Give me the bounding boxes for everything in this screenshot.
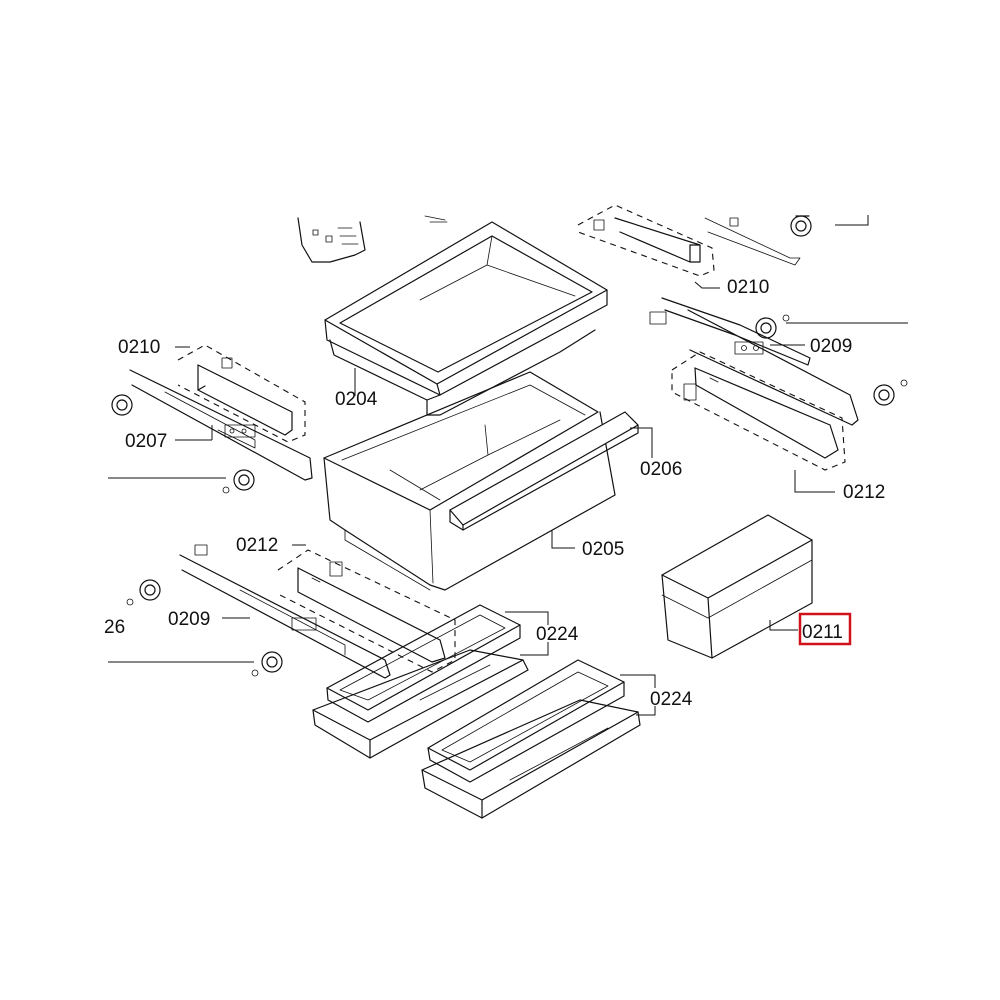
knob-top-right bbox=[790, 215, 812, 237]
leader-lines bbox=[108, 215, 908, 716]
partial-control-board bbox=[297, 215, 448, 263]
group-outline-0212-right bbox=[671, 351, 846, 471]
tray-0224-b bbox=[421, 659, 641, 819]
rail-0206 bbox=[449, 411, 639, 531]
bin-0211 bbox=[661, 514, 813, 659]
drawer-0205 bbox=[323, 371, 616, 591]
callout-0207: 0207 bbox=[125, 431, 167, 452]
rail-0212-left bbox=[297, 561, 446, 663]
knob-left-low-a bbox=[126, 579, 161, 606]
tray-0224-a bbox=[312, 604, 529, 759]
frame-0210-left bbox=[197, 357, 293, 436]
callout-0206: 0206 bbox=[640, 459, 682, 480]
group-outline-0212-left bbox=[277, 549, 456, 673]
knob-low-right bbox=[873, 379, 908, 406]
callout-0209-right: 0209 bbox=[810, 336, 852, 357]
callout-0209-left: 0209 bbox=[168, 609, 210, 630]
knob-left-low-b bbox=[251, 651, 283, 677]
callout-0210-top: 0210 bbox=[727, 277, 769, 298]
callout-labels: 0210 0210 0209 0204 0207 0206 0212 0212 … bbox=[104, 277, 885, 710]
rail-0212-right bbox=[683, 367, 839, 459]
knob-left-mid bbox=[222, 469, 255, 494]
callout-0224-b: 0224 bbox=[650, 689, 693, 710]
knob-left-upper bbox=[111, 394, 133, 416]
rail-0209-left bbox=[179, 544, 391, 679]
callout-0212-left: 0212 bbox=[236, 535, 278, 556]
rail-0207-left bbox=[129, 369, 313, 481]
callout-0224-a: 0224 bbox=[536, 624, 579, 645]
callout-0211: 0211 bbox=[802, 622, 843, 643]
callout-26-partial: 26 bbox=[104, 617, 125, 638]
drawer-0204 bbox=[324, 221, 608, 416]
callout-0204: 0204 bbox=[335, 389, 378, 410]
callout-0205: 0205 bbox=[582, 539, 624, 560]
frame-0210-top bbox=[593, 217, 801, 266]
rail-0209-right bbox=[649, 297, 859, 426]
group-outline-0210-left bbox=[177, 344, 306, 443]
group-outline-0210-top bbox=[577, 204, 715, 277]
callout-0210-left: 0210 bbox=[118, 337, 160, 358]
highlight-box-0211 bbox=[798, 612, 852, 646]
knob-mid-right bbox=[755, 314, 790, 339]
callout-0212-right: 0212 bbox=[843, 482, 885, 503]
